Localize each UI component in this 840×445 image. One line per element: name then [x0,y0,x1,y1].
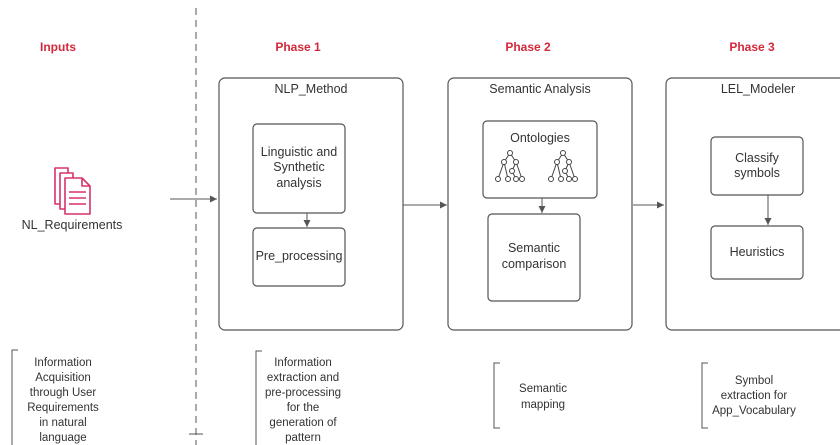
header-phase-2: Phase 2 [505,40,551,54]
heuristics-label: Heuristics [730,245,785,259]
note-inputs-line-4: Requirements [27,402,99,414]
linguistic-analysis-box [252,123,346,214]
semantic-comparison-line-2: comparison [502,257,567,271]
note-phase1-line-1: Information [274,357,332,369]
header-inputs: Inputs [40,40,76,54]
semantic-comparison-line-1: Semantic [508,241,560,255]
documents-icon [54,167,91,215]
classify-symbols-line-1: Classify [735,151,780,165]
note-bracket-phase2 [493,362,500,429]
note-inputs-line-2: Acquisition [35,372,91,384]
phase1-title: NLP_Method [275,82,348,96]
note-phase2-line-1: Semantic [519,383,567,395]
preprocessing-box [252,227,346,287]
header-phase-3: Phase 3 [729,40,775,54]
note-bracket-phase3 [701,362,708,429]
note-phase3-line-3: App_Vocabulary [712,405,796,417]
note-phase2-line-2: mapping [521,399,565,411]
classify-symbols-box [710,136,804,196]
note-phase1-line-3: pre-processing [265,387,341,399]
header-phase-1: Phase 1 [275,40,321,54]
note-phase1-line-5: generation of [269,417,337,429]
note-bracket-phase1 [255,350,262,445]
note-inputs-line-5: in natural [39,417,86,429]
linguistic-analysis-line-3: analysis [276,176,321,190]
ontology-tree-icon [495,150,578,182]
classify-symbols-line-2: symbols [734,166,780,180]
preprocessing-label: Pre_processing [256,249,343,263]
note-phase3-line-2: extraction for [721,390,788,402]
phase3-container [665,77,840,331]
linguistic-analysis-line-1: Linguistic and [261,145,337,159]
note-phase1-line-4: for the [287,402,320,414]
input-label: NL_Requirements [22,218,123,232]
phase3-title: LEL_Modeler [721,82,795,96]
note-bracket-inputs [11,349,18,445]
ontologies-label: Ontologies [510,131,570,145]
note-phase3-line-1: Symbol [735,375,773,387]
note-inputs-line-1: Information [34,357,92,369]
semantic-comparison-box [487,213,581,302]
heuristics-box [710,225,804,280]
note-phase1-line-6: pattern [285,432,321,444]
phase2-title: Semantic Analysis [489,82,590,96]
note-inputs-line-3: through User [30,387,97,399]
note-inputs-line-6: language [39,432,86,444]
linguistic-analysis-line-2: Synthetic [273,160,324,174]
note-phase1-line-2: extraction and [267,372,339,384]
